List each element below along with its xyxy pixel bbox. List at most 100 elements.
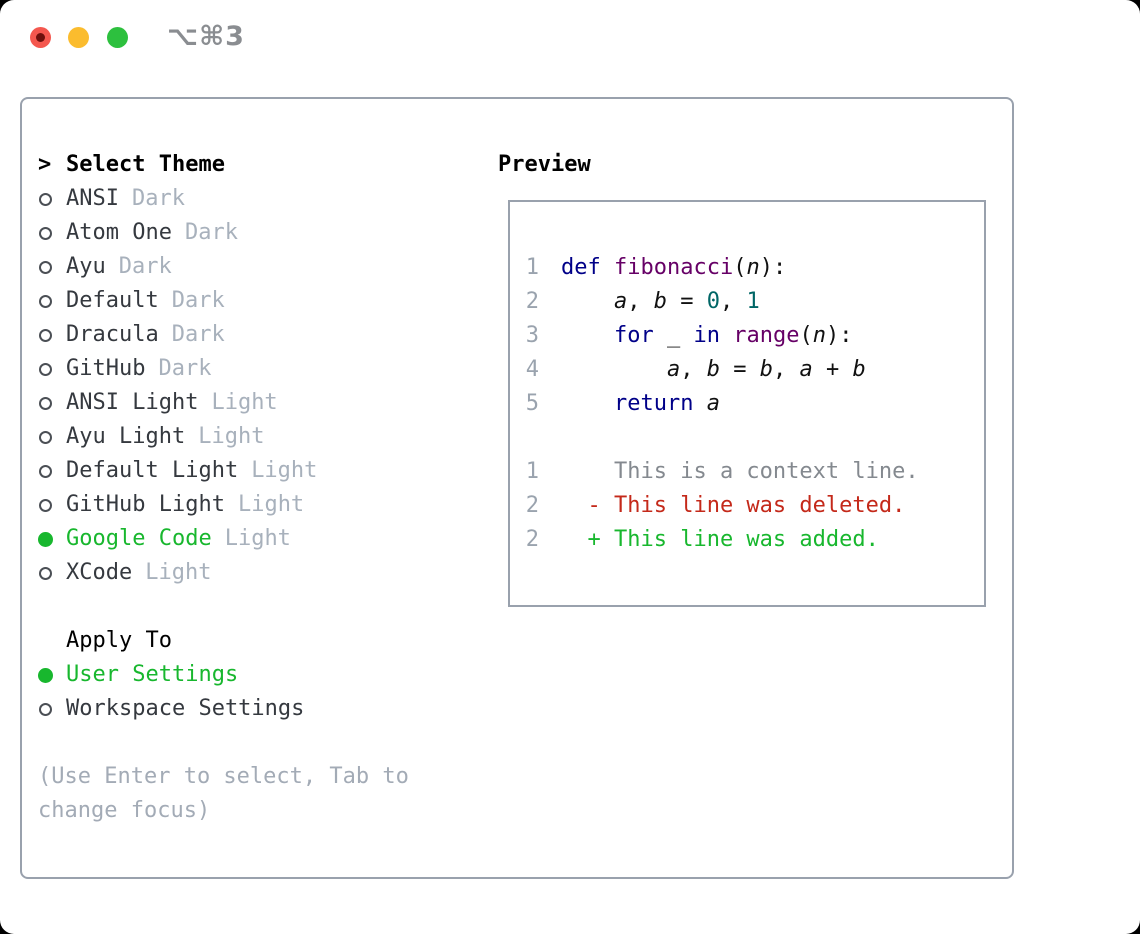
close-button[interactable]	[30, 27, 51, 48]
theme-variant: Light	[145, 560, 212, 585]
radio-icon	[39, 430, 52, 444]
code-line: 4 a, b = b, a + b	[525, 353, 919, 387]
radio-icon	[39, 192, 52, 206]
token-var: a	[799, 357, 813, 382]
apply-option-workspace-settings[interactable]: Workspace Settings	[38, 692, 409, 726]
theme-name: Google Code	[66, 526, 212, 551]
diff-text: - This line was deleted.	[561, 493, 906, 518]
line-number: 2	[525, 527, 539, 552]
theme-option-github-light[interactable]: GitHub Light Light	[38, 488, 409, 522]
blank-line	[525, 421, 919, 455]
radio-icon	[39, 362, 52, 376]
line-number: 4	[525, 357, 539, 382]
theme-variant: Dark	[118, 254, 172, 279]
apply-to-title: Apply To	[66, 628, 172, 653]
token-pln	[561, 357, 667, 382]
theme-variant: Dark	[171, 288, 225, 313]
token-pln: (	[733, 255, 747, 280]
theme-name: Ayu Light	[66, 424, 186, 449]
line-number: 1	[525, 255, 539, 280]
token-pln: ,	[772, 357, 800, 382]
token-pln	[693, 391, 706, 416]
code-content: return a	[561, 387, 720, 421]
code-content: for _ in range(n):	[561, 319, 852, 353]
token-pln: +	[812, 357, 853, 382]
radio-selected-icon	[38, 531, 53, 547]
radio-selected-icon	[38, 667, 53, 683]
theme-option-dracula[interactable]: Dracula Dark	[38, 318, 409, 352]
theme-option-ansi-light[interactable]: ANSI Light Light	[38, 386, 409, 420]
token-pln: (	[799, 323, 813, 348]
token-pln	[561, 289, 614, 314]
diff-line-added: 2 + This line was added.	[525, 523, 919, 557]
theme-name: Default	[66, 288, 159, 313]
line-number: 5	[525, 391, 539, 416]
token-var: b	[653, 289, 667, 314]
theme-variant: Light	[237, 492, 305, 517]
prompt-icon: >	[38, 152, 52, 177]
radio-icon	[39, 226, 52, 240]
token-pln: ,	[680, 357, 707, 382]
theme-variant: Dark	[171, 322, 225, 347]
line-number: 2	[525, 289, 539, 314]
token-pln: =	[719, 357, 760, 382]
zoom-button[interactable]	[107, 27, 128, 48]
token-pln: ,	[627, 289, 654, 314]
token-var: b	[852, 357, 866, 382]
theme-name: ANSI Light	[66, 390, 199, 415]
code-content: def fibonacci(n):	[561, 251, 786, 285]
theme-variant: Light	[211, 390, 278, 415]
radio-icon	[39, 702, 52, 716]
hint-line-1: (Use Enter to select, Tab to	[38, 764, 409, 789]
apply-option-user-settings[interactable]: User Settings	[38, 658, 409, 692]
code-line: 3 for _ in range(n):	[525, 319, 919, 353]
token-var: b	[706, 357, 720, 382]
token-pln	[561, 323, 614, 348]
theme-name: Dracula	[66, 322, 159, 347]
select-theme-header: > Select Theme	[38, 148, 409, 182]
code-content: a, b = 0, 1	[561, 285, 760, 319]
diff-line-deleted: 2 - This line was deleted.	[525, 489, 919, 523]
radio-icon	[39, 260, 52, 274]
token-var: n	[812, 323, 826, 348]
token-var: b	[759, 357, 773, 382]
theme-variant: Light	[251, 458, 318, 483]
window-shortcut-label: ⌥⌘3	[167, 21, 245, 52]
hint-line-2: change focus)	[38, 798, 211, 823]
theme-option-google-code[interactable]: Google Code Light	[38, 522, 409, 556]
line-number: 2	[525, 493, 539, 518]
radio-icon	[39, 328, 52, 342]
code-line: 2 a, b = 0, 1	[525, 285, 919, 319]
title-bar: ⌥⌘3	[0, 0, 1140, 76]
unsaved-changes-dot-icon	[36, 33, 45, 42]
line-number: 3	[525, 323, 539, 348]
theme-option-ayu[interactable]: Ayu Dark	[38, 250, 409, 284]
token-pln: ):	[759, 255, 787, 280]
theme-option-default[interactable]: Default Dark	[38, 284, 409, 318]
theme-name: Ayu	[66, 254, 106, 279]
token-pln	[720, 323, 733, 348]
theme-variant: Dark	[184, 220, 238, 245]
radio-icon	[39, 498, 52, 512]
token-kw: for	[613, 323, 654, 348]
token-fn: fibonacci	[614, 255, 734, 280]
select-theme-title: Select Theme	[66, 152, 225, 177]
token-pln: _	[653, 323, 694, 348]
token-pln: ,	[719, 289, 747, 314]
radio-icon	[39, 566, 52, 580]
theme-variant: Light	[224, 526, 291, 551]
minimize-button[interactable]	[68, 27, 89, 48]
theme-name: GitHub Light	[66, 492, 225, 517]
theme-variant: Dark	[158, 356, 212, 381]
token-var: a	[706, 391, 720, 416]
